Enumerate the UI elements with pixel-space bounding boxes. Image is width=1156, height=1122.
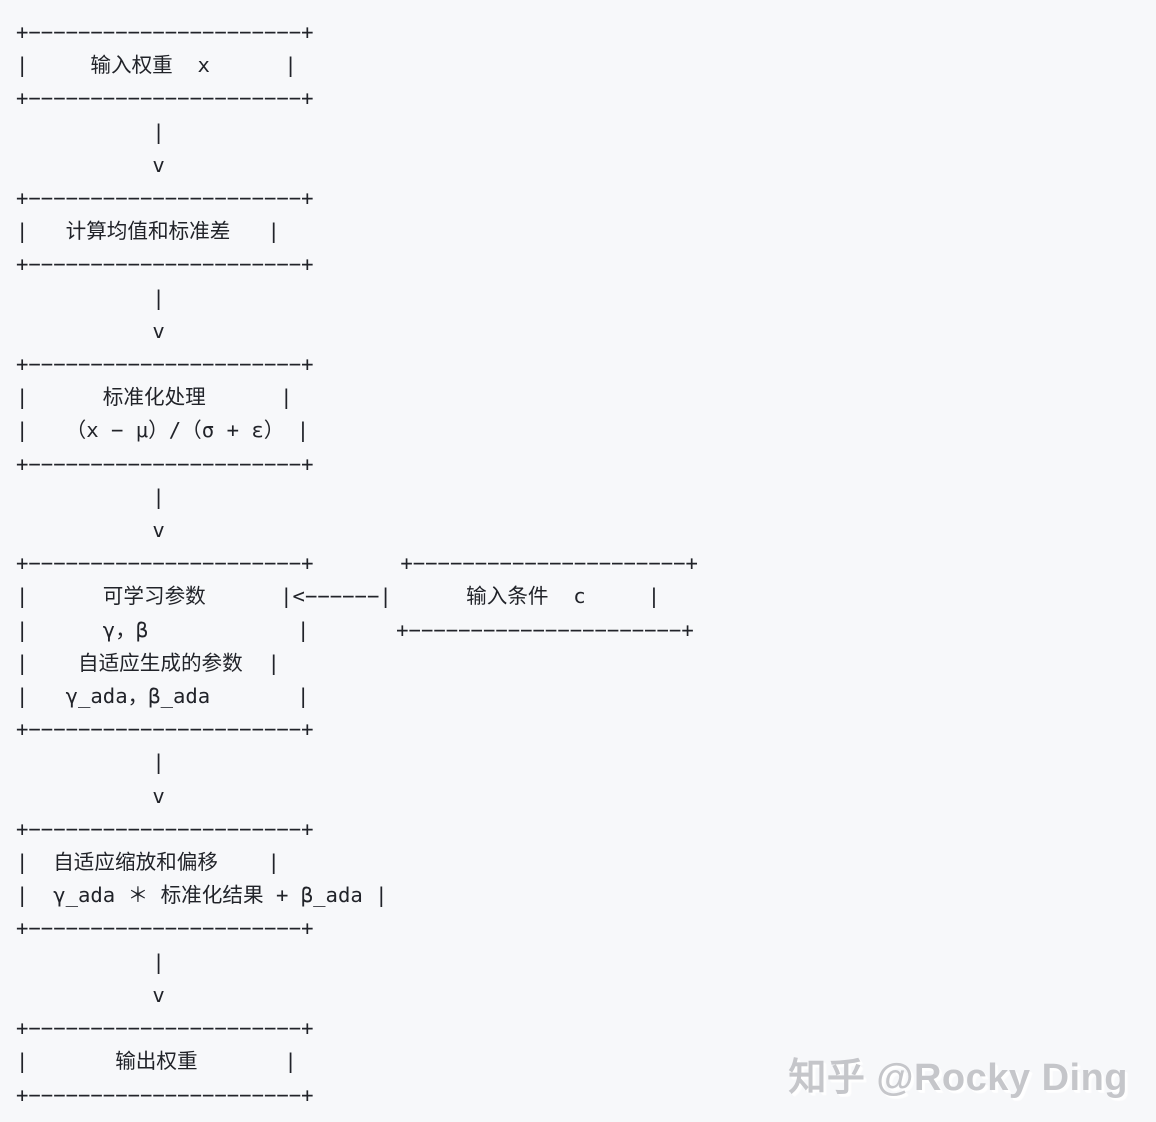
ascii-flowchart-diagram: +−−−−−−−−−−−−−−−−−−−−−−+ | 输入权重 x | +−−−… (16, 20, 698, 1107)
zhihu-watermark: 知乎 @Rocky Ding (788, 1057, 1128, 1099)
